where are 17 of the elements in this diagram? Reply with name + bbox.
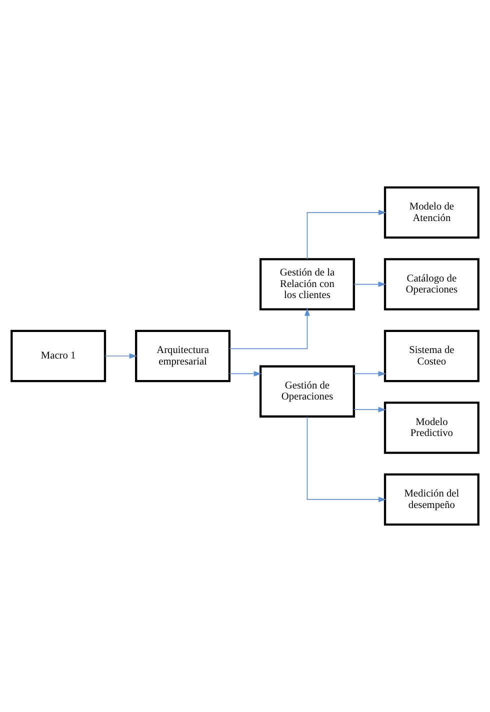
node-box: Arquitectura empresarial (135, 330, 231, 382)
arrow (354, 371, 386, 376)
node-box: Modelo de Atención (384, 186, 480, 239)
arrow (306, 416, 386, 502)
arrow (229, 371, 262, 376)
arrow (306, 210, 386, 260)
node-box: Gestión de la Relación con los clientes (259, 258, 355, 310)
node-box: Catálogo de Operaciones (384, 258, 480, 310)
node-box: Gestión de Operaciones (259, 365, 355, 418)
arrow (229, 308, 310, 350)
arrow (354, 282, 386, 287)
node-box: Sistema de Costeo (384, 330, 480, 382)
arrow (104, 353, 138, 359)
node-box: Medición del desempeño (384, 473, 480, 526)
node-box: Macro 1 (10, 330, 106, 382)
arrow (354, 406, 386, 412)
node-box: Modelo Predictivo (384, 402, 480, 454)
